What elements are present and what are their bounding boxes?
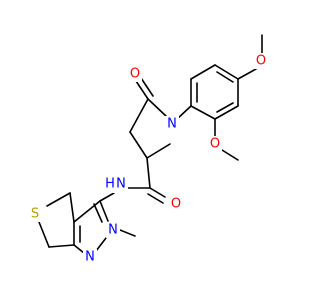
atom-label: O <box>171 197 181 212</box>
bond <box>93 203 103 223</box>
bond <box>146 157 151 189</box>
bond <box>95 237 107 252</box>
bond <box>216 102 234 113</box>
bond <box>190 64 216 80</box>
atom-label: O <box>210 137 220 152</box>
bond <box>147 193 164 204</box>
atom-label: O <box>130 67 140 82</box>
bond <box>237 68 257 80</box>
structure-drawing: O O N O O H N <box>28 34 268 265</box>
atom-label: S <box>31 207 39 222</box>
thiophane-sulfur: S <box>28 206 42 222</box>
methoxy-para-oxygen: O <box>254 53 268 69</box>
bond <box>190 105 216 120</box>
pyrazole-n1: N <box>83 249 97 265</box>
lactam-carbonyl-oxygen: O <box>128 66 142 82</box>
bond <box>135 80 149 100</box>
atom-label: N <box>167 117 177 132</box>
molecule-canvas: O O N O O H N <box>28 34 268 265</box>
bond <box>216 71 234 83</box>
bond <box>214 105 239 120</box>
bond <box>69 192 75 223</box>
bond <box>129 98 149 133</box>
atom-label: O <box>256 54 266 69</box>
bond <box>38 221 50 248</box>
bond <box>146 143 171 159</box>
bond <box>46 192 71 207</box>
bond <box>129 131 148 159</box>
lactam-nitrogen: N <box>165 116 179 132</box>
bond <box>48 244 75 248</box>
amide-nh: H N <box>104 175 128 193</box>
atom-label: N <box>108 223 118 238</box>
bond <box>73 244 85 254</box>
bond <box>214 64 239 80</box>
bond <box>119 229 136 237</box>
pyrazole-n2: N <box>106 222 120 238</box>
atom-label-layer: O O N O O H N <box>28 53 268 265</box>
bond <box>99 192 115 202</box>
methoxy-ortho-oxygen: O <box>208 136 222 152</box>
bond <box>99 200 109 222</box>
atom-label: N <box>85 250 95 265</box>
atom-label: H <box>105 177 115 192</box>
bond <box>221 149 239 161</box>
bond <box>149 187 166 198</box>
amide-carbonyl-oxygen: O <box>169 196 183 212</box>
bond-layer <box>38 34 263 254</box>
bond <box>140 77 154 97</box>
atom-label: N <box>116 177 126 192</box>
bond <box>73 200 101 223</box>
bond <box>147 98 168 118</box>
